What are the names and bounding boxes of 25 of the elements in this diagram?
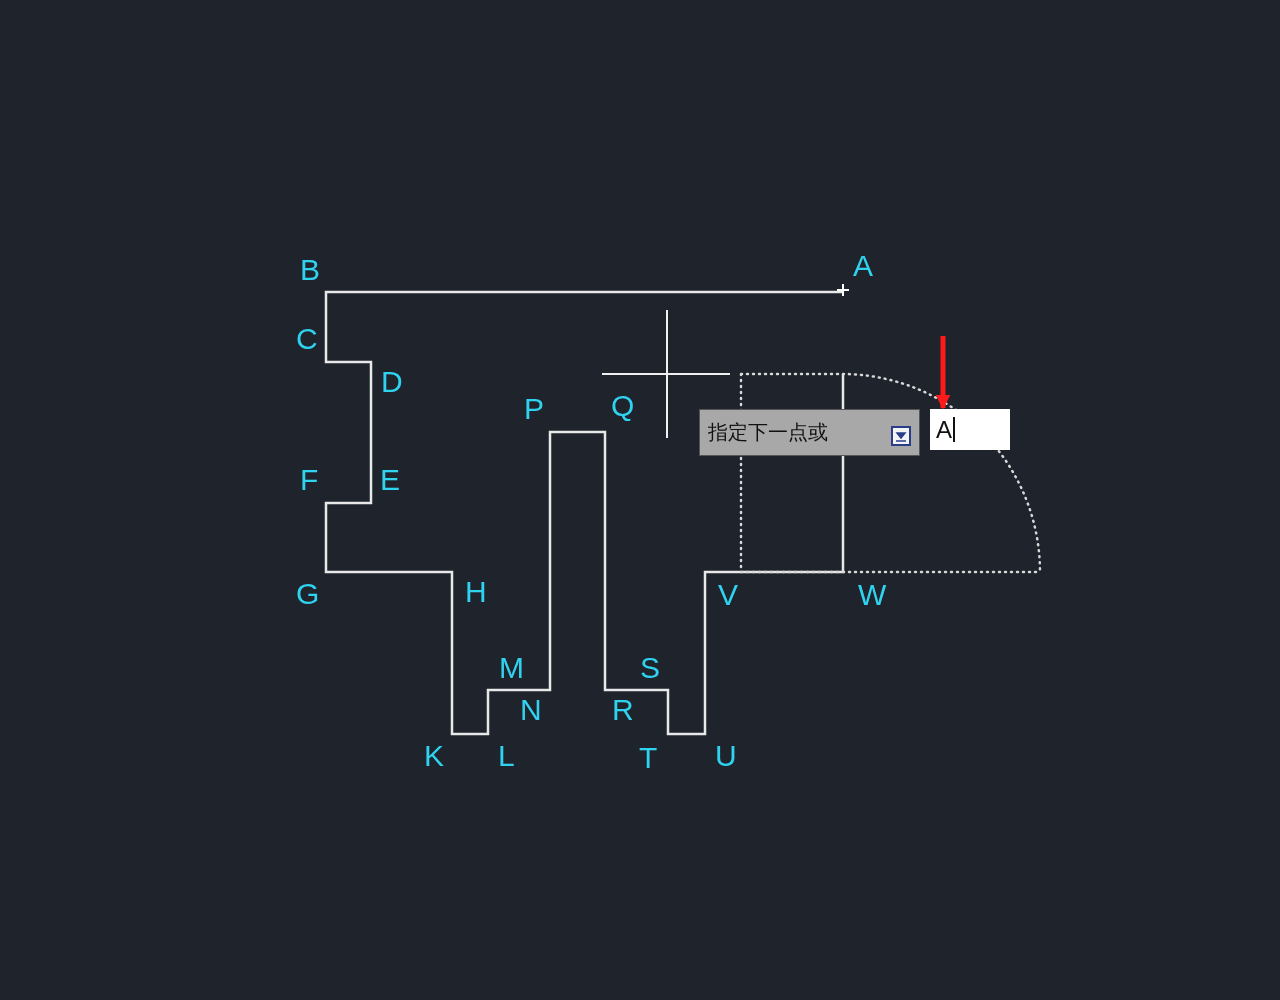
point-letter: S (640, 653, 660, 683)
point-letter: E (380, 465, 400, 495)
point-letter: Q (611, 391, 635, 421)
point-letter: D (381, 367, 403, 397)
input-field (930, 409, 1010, 450)
point-letter: F (300, 465, 319, 495)
point-letter: W (858, 580, 887, 610)
typed-text: A (936, 416, 955, 443)
point-letter: M (499, 653, 524, 683)
point-letter: N (520, 695, 542, 725)
point-letter: B (300, 255, 320, 285)
point-letter: R (612, 695, 634, 725)
point-letter: U (715, 741, 737, 771)
point-letter: V (718, 580, 738, 610)
point-letter: T (639, 743, 658, 773)
tooltip-text: 指定下一点或 (708, 419, 828, 446)
command-tooltip (699, 409, 920, 456)
point-letter: P (524, 394, 544, 424)
point-letter: G (296, 579, 320, 609)
point-letter: A (853, 251, 873, 281)
point-letter: C (296, 324, 318, 354)
point-letter: L (498, 741, 515, 771)
point-letter: K (424, 741, 444, 771)
pointer-arrow (935, 336, 951, 410)
point-letter: H (465, 577, 487, 607)
